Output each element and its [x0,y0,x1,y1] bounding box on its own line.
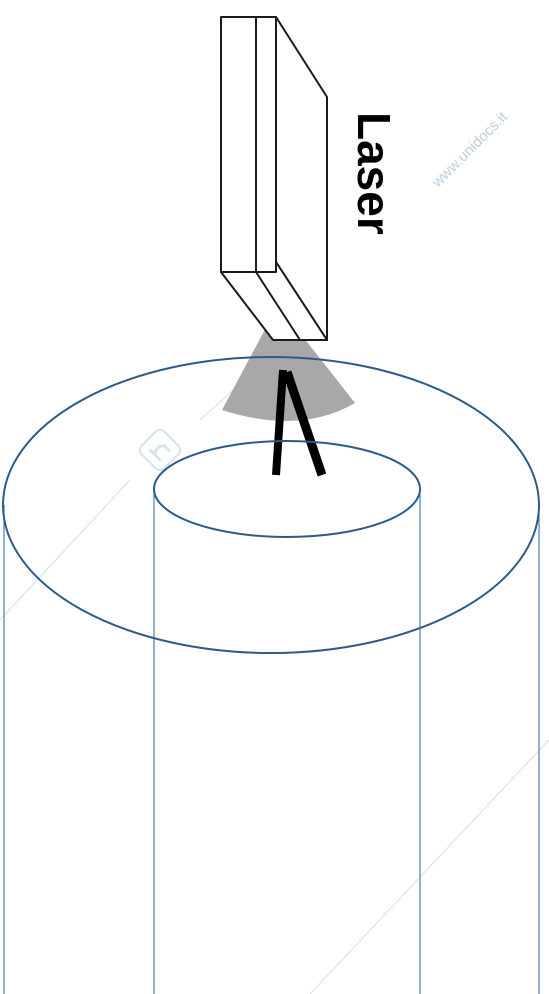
watermark-text: www.unidocs.it [428,108,511,191]
beam-stroke [282,370,327,477]
watermark-line [309,739,549,994]
laser-device [220,16,328,341]
laser-label: Laser [348,112,400,235]
watermark-logo-icon [138,428,182,472]
emission-cone [222,305,355,421]
laser-front-face [220,16,277,273]
watermark-line [0,479,131,621]
laser-layer-line [255,271,301,341]
fiber-core-top [153,440,421,538]
beam-stroke [272,369,287,476]
laser-beam [272,369,327,477]
fiber-cladding-top [2,356,540,654]
